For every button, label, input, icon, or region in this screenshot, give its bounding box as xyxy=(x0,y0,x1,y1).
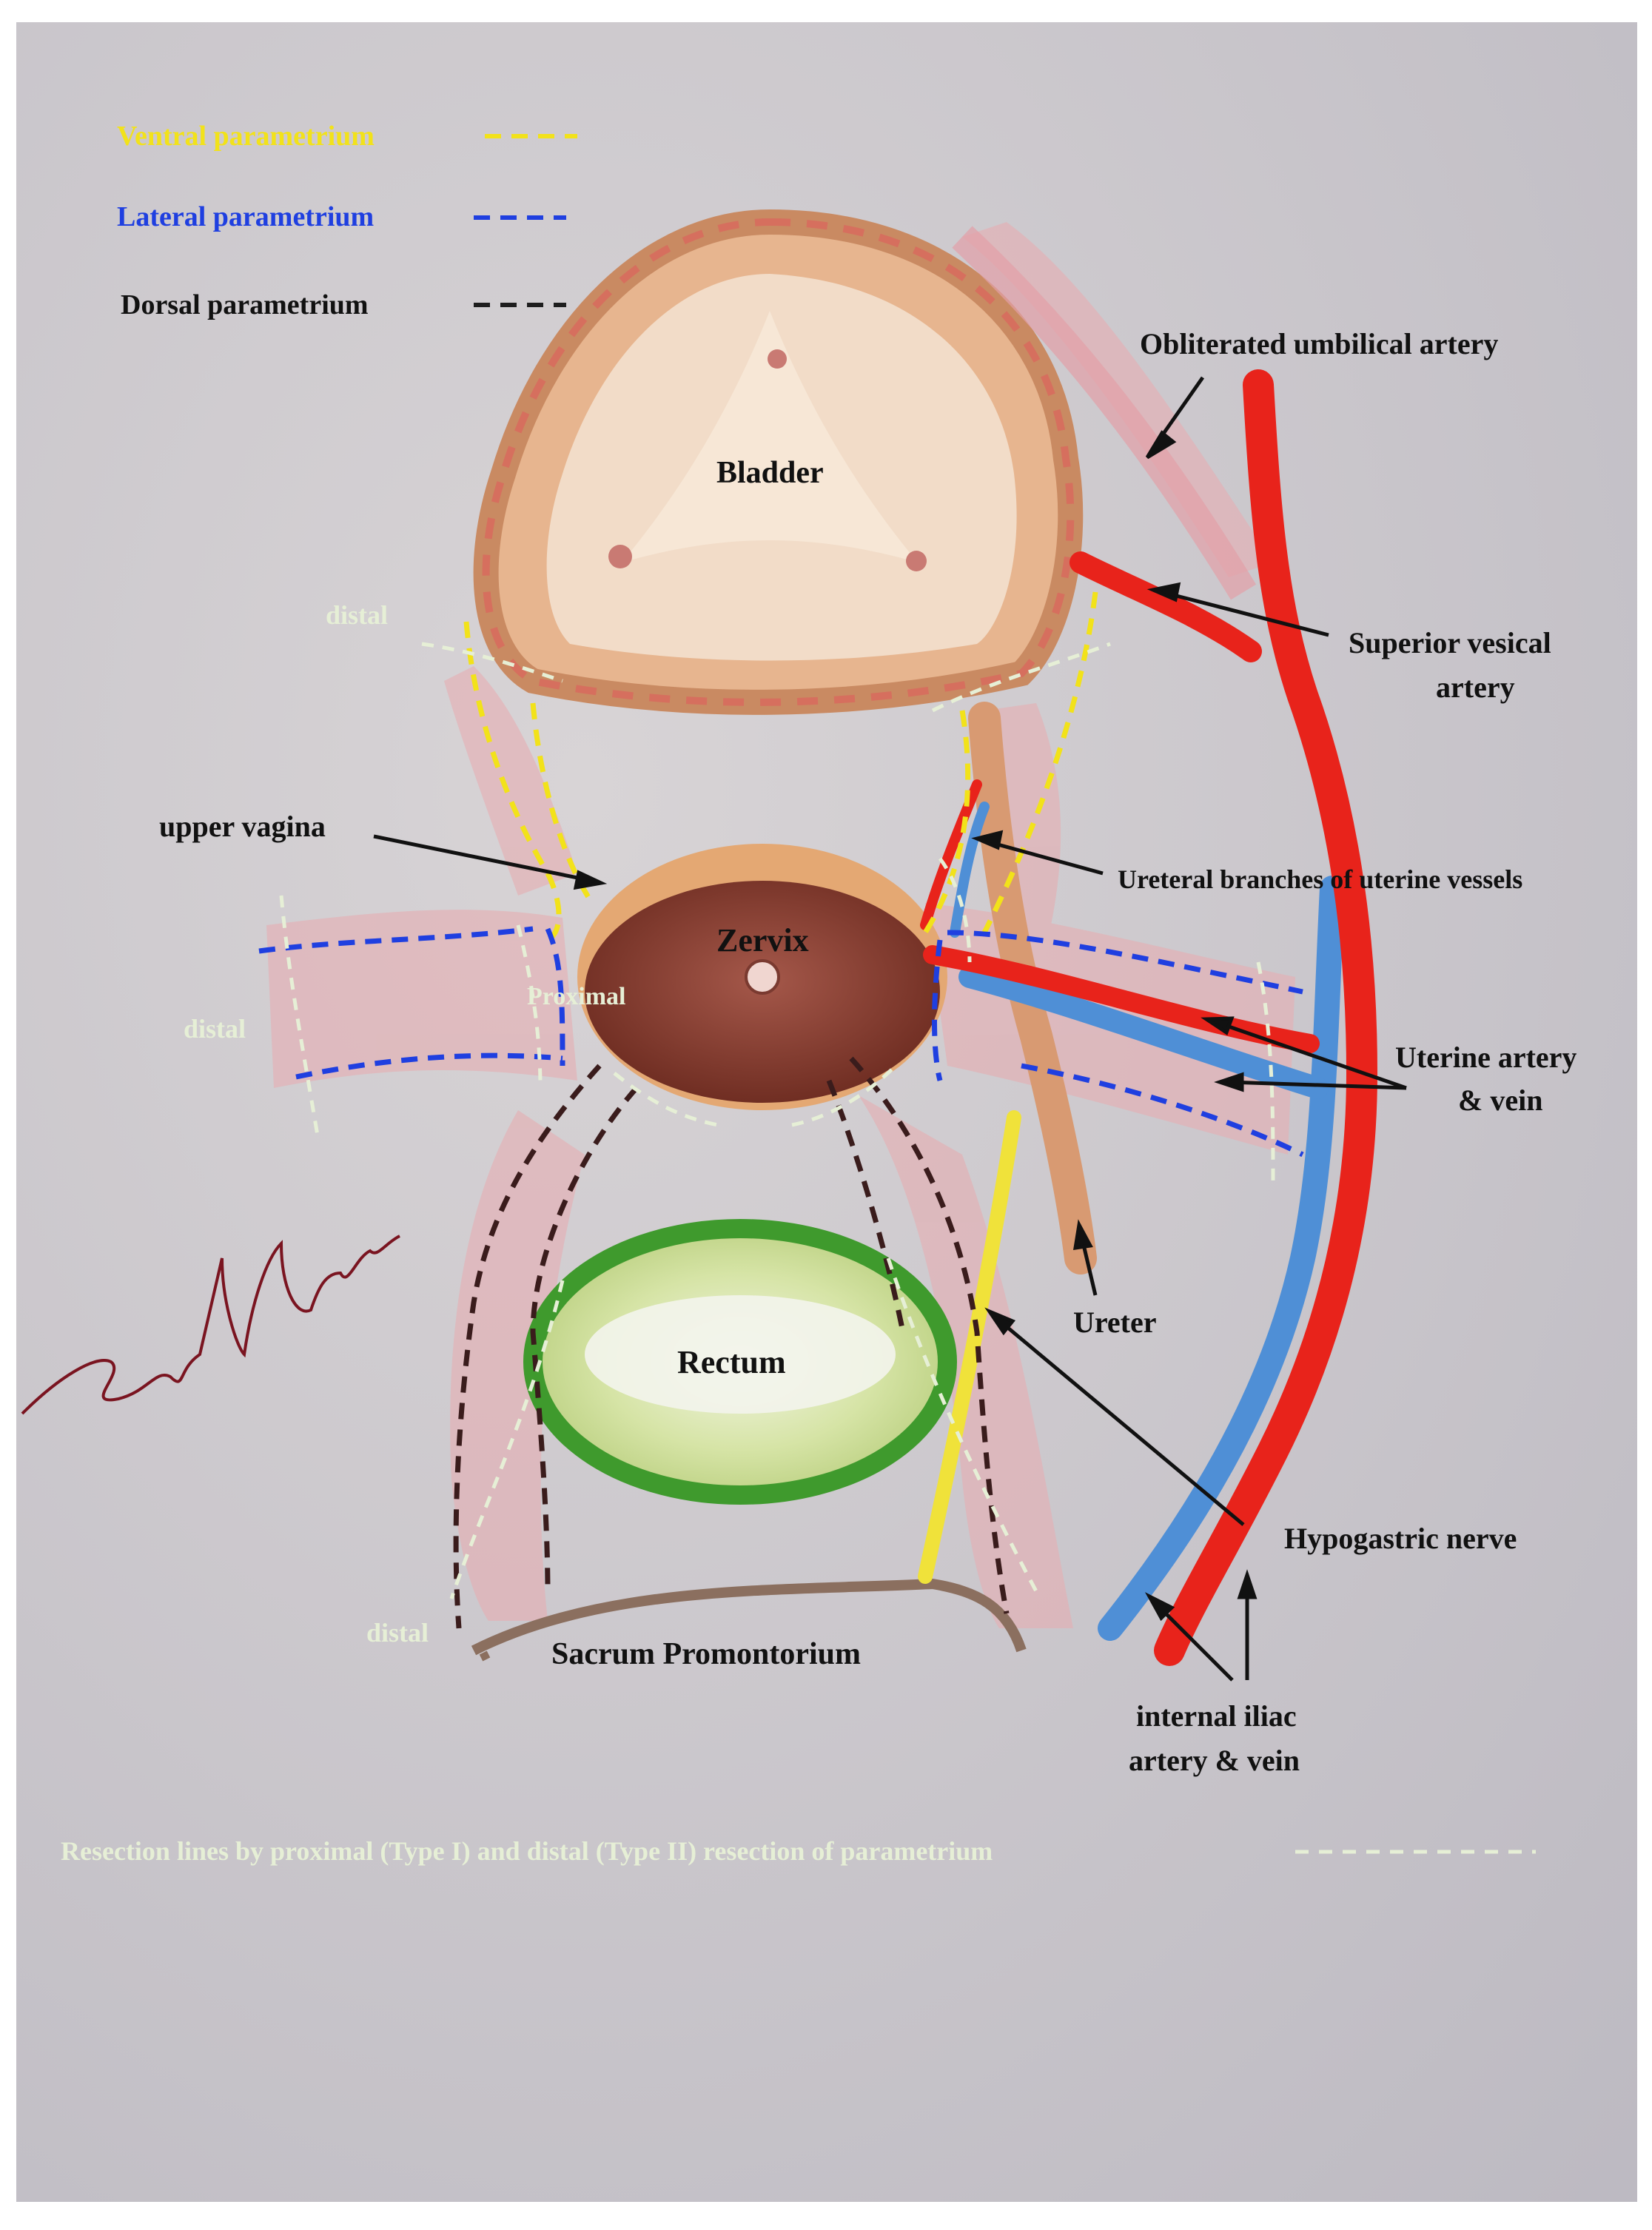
superior-vesical-label-line2: artery xyxy=(1436,671,1515,704)
obliterated-umbilical-artery xyxy=(952,226,1257,600)
urethral-orifice xyxy=(768,349,787,369)
superior-vesical-artery xyxy=(1070,551,1262,662)
bladder-label: Bladder xyxy=(716,456,824,490)
internal-iliac-vein xyxy=(1098,876,1345,1641)
right-ureteral-orifice xyxy=(906,551,927,571)
sacrum-label: Sacrum Promontorium xyxy=(551,1637,861,1671)
distal-left-label: distal xyxy=(184,1014,246,1044)
rectum-organ xyxy=(523,1219,957,1505)
legend-dorsal-label: Dorsal parametrium xyxy=(121,289,369,320)
superior-vesical-label-line1: Superior vesical xyxy=(1349,626,1551,659)
ureteral-branch-artery xyxy=(920,779,982,930)
ureteral-branches-label: Ureteral branches of uterine vessels xyxy=(1118,864,1522,894)
uterine-label-line1: Uterine artery xyxy=(1395,1041,1577,1074)
uterine-artery xyxy=(923,945,1320,1053)
ureteral-branch-vein xyxy=(950,802,990,938)
resection-note-label: Resection lines by proximal (Type I) and… xyxy=(61,1836,993,1866)
uterine-label-line2: & vein xyxy=(1458,1084,1542,1117)
legend-ventral-label: Ventral parametrium xyxy=(117,121,375,152)
external-os xyxy=(745,959,780,995)
bladder-organ xyxy=(473,209,1084,715)
hypogastric-label: Hypogastric nerve xyxy=(1284,1522,1517,1555)
internal-iliac-label-line1: internal iliac xyxy=(1136,1699,1297,1733)
pointer-arrows xyxy=(373,376,1407,1682)
uterine-vein xyxy=(958,966,1329,1099)
distal-bottom-label: distal xyxy=(366,1618,429,1648)
text-labels: Ventral parametrium Lateral parametrium … xyxy=(61,121,1577,1866)
sacrum-outline xyxy=(471,1578,1027,1656)
left-ureteral-orifice xyxy=(608,545,632,568)
ureter-vessel xyxy=(968,702,1097,1274)
artist-signature xyxy=(21,1235,400,1415)
ureter-label: Ureter xyxy=(1073,1306,1157,1339)
internal-iliac-label-line2: artery & vein xyxy=(1129,1744,1300,1777)
resection-lines xyxy=(279,642,1275,1599)
lateral-parametrium-lines xyxy=(258,926,1304,1158)
proximal-label: Proximal xyxy=(527,983,625,1010)
legend-lateral-label: Lateral parametrium xyxy=(117,201,374,232)
zervix-label: Zervix xyxy=(716,922,809,958)
distal-top-label: distal xyxy=(326,600,388,630)
upper-vagina-label: upper vagina xyxy=(159,810,326,843)
obliterated-umbilical-label: Obliterated umbilical artery xyxy=(1140,327,1498,360)
dorsal-parametrium-lines xyxy=(453,1056,1010,1629)
rectum-label: Rectum xyxy=(677,1344,786,1380)
sacrum-edge xyxy=(479,1650,491,1662)
